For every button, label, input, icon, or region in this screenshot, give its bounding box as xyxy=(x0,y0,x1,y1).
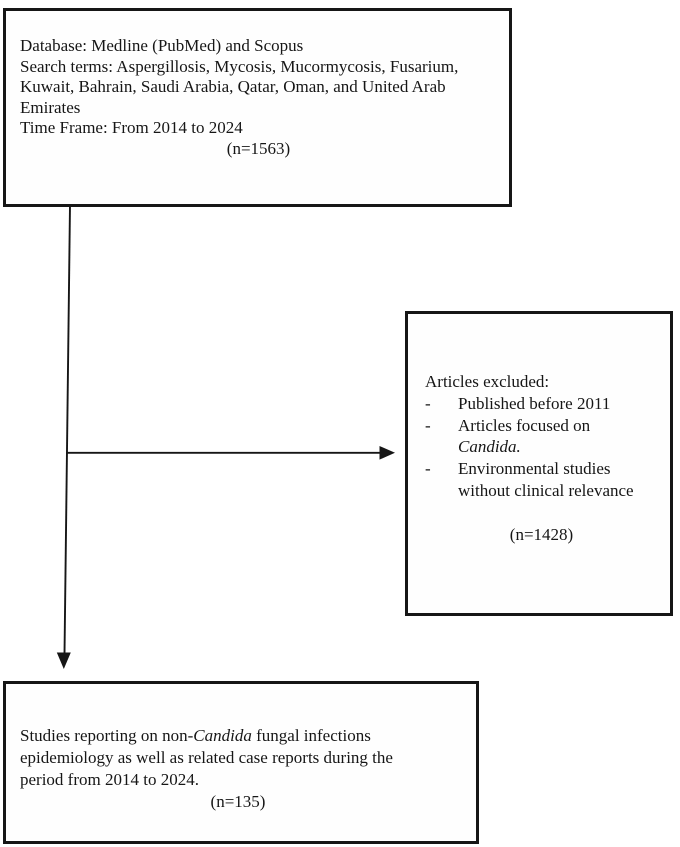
included-text-line: epidemiology as well as related case rep… xyxy=(20,748,393,767)
exclusion-item: - Articles focused on xyxy=(425,415,658,437)
included-text-line: Studies reporting on non-Candida fungal … xyxy=(20,726,371,745)
excluded-count: (n=1428) xyxy=(509,524,574,544)
exclusion-arrow xyxy=(67,446,395,460)
exclusion-box: Articles excluded: - Published before 20… xyxy=(405,311,673,616)
included-box: Studies reporting on non-Candida fungal … xyxy=(3,681,479,844)
search-line: Database: Medline (PubMed) and Scopus xyxy=(20,36,304,55)
exclusion-item-text: Published before 2011 xyxy=(458,393,611,413)
down-arrow xyxy=(56,204,71,669)
bullet-dash: - xyxy=(425,393,431,413)
search-line: Kuwait, Bahrain, Saudi Arabia, Qatar, Om… xyxy=(20,77,446,97)
included-count: (n=135) xyxy=(210,792,266,811)
exclusion-title: Articles excluded: xyxy=(425,372,550,391)
exclusion-item-text: without clinical relevance xyxy=(458,480,634,500)
bullet-dash xyxy=(425,436,458,458)
search-line: Search terms: Aspergillosis, Mycosis, Mu… xyxy=(20,56,459,76)
exclusion-item-text: Environmental studies xyxy=(458,459,611,479)
bullet-dash: - xyxy=(425,415,431,435)
included-text-line: period from 2014 to 2024. xyxy=(20,770,199,789)
exclusion-item-italic: Candida. xyxy=(458,437,521,457)
exclusion-item-text: Articles focused on xyxy=(458,415,591,435)
search-box: Database: Medline (PubMed) and Scopus Se… xyxy=(3,8,512,207)
bullet-dash xyxy=(425,480,458,502)
search-line: Emirates xyxy=(20,97,81,117)
exclusion-item: without clinical relevance xyxy=(425,480,658,502)
exclusion-item: - Published before 2011 xyxy=(425,393,658,415)
exclusion-item: - Environmental studies xyxy=(425,458,658,480)
bullet-dash: - xyxy=(425,459,431,479)
exclusion-item: Candida. xyxy=(425,436,658,458)
record-count: (n=1563) xyxy=(226,138,291,158)
search-line: Time Frame: From 2014 to 2024 xyxy=(20,118,243,138)
